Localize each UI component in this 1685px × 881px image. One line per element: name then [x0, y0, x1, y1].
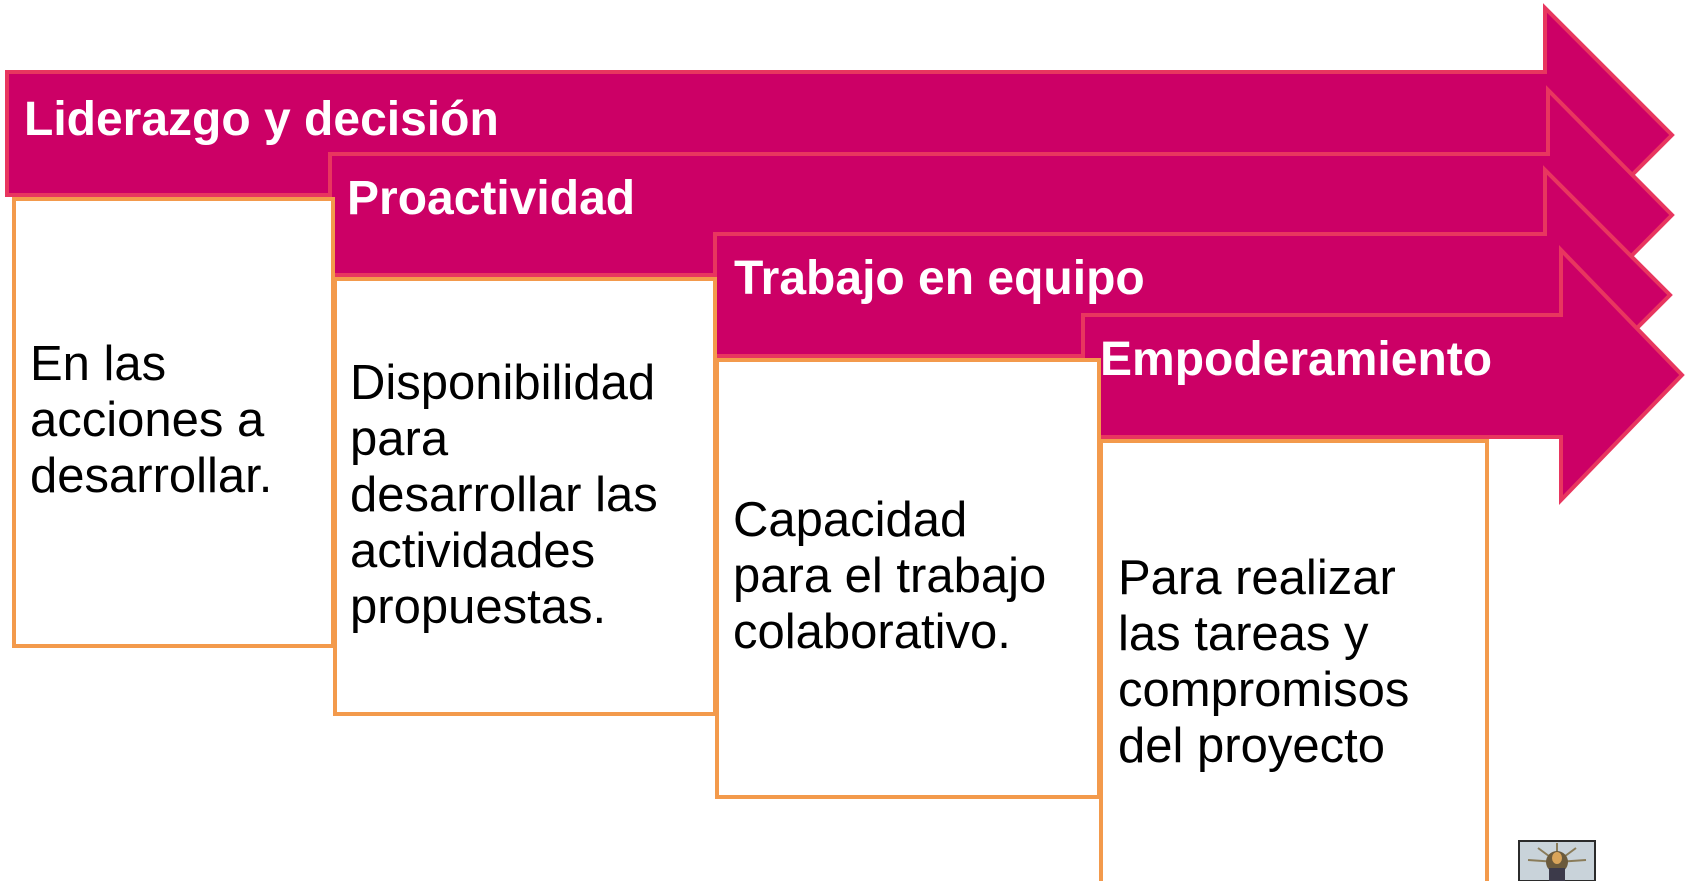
description-line: actividades [350, 524, 596, 578]
arrow-empoderamiento [1081, 245, 1685, 505]
step-box-liderazgo [12, 197, 335, 648]
step-title-empoderamiento: Empoderamiento [1100, 333, 1493, 386]
step-box-proactividad [333, 277, 717, 716]
description-line: En las [30, 337, 167, 391]
description-line: propuestas. [350, 580, 607, 634]
step-box-empoderamiento [1099, 439, 1489, 881]
description-line: Disponibilidad [350, 356, 656, 410]
description-line: acciones a [30, 393, 265, 447]
description-line: para el trabajo [733, 549, 1047, 603]
step-title-proactividad: Proactividad [347, 172, 636, 225]
description-line: Para realizar [1118, 551, 1396, 605]
description-line: del proyecto [1118, 719, 1385, 773]
description-line: compromisos [1118, 663, 1410, 717]
description-line: para [350, 412, 449, 466]
description-line: colaborativo. [733, 605, 1011, 659]
step-description-liderazgo: En las acciones a desarrollar. [30, 336, 272, 504]
step-description-trabajo: Capacidad para el trabajo colaborativo. [733, 492, 1046, 660]
step-title-trabajo: Trabajo en equipo [734, 252, 1145, 305]
step-title-liderazgo: Liderazgo y decisión [24, 93, 499, 146]
description-line: desarrollar. [30, 449, 273, 503]
description-line: Capacidad [733, 493, 968, 547]
description-line: desarrollar las [350, 468, 658, 522]
step-description-proactividad: Disponibilidad para desarrollar las acti… [350, 355, 658, 635]
step-description-empoderamiento: Para realizar las tareas y compromisos d… [1118, 550, 1409, 774]
description-line: las tareas y [1118, 607, 1369, 661]
university-seal-icon [1518, 840, 1596, 881]
